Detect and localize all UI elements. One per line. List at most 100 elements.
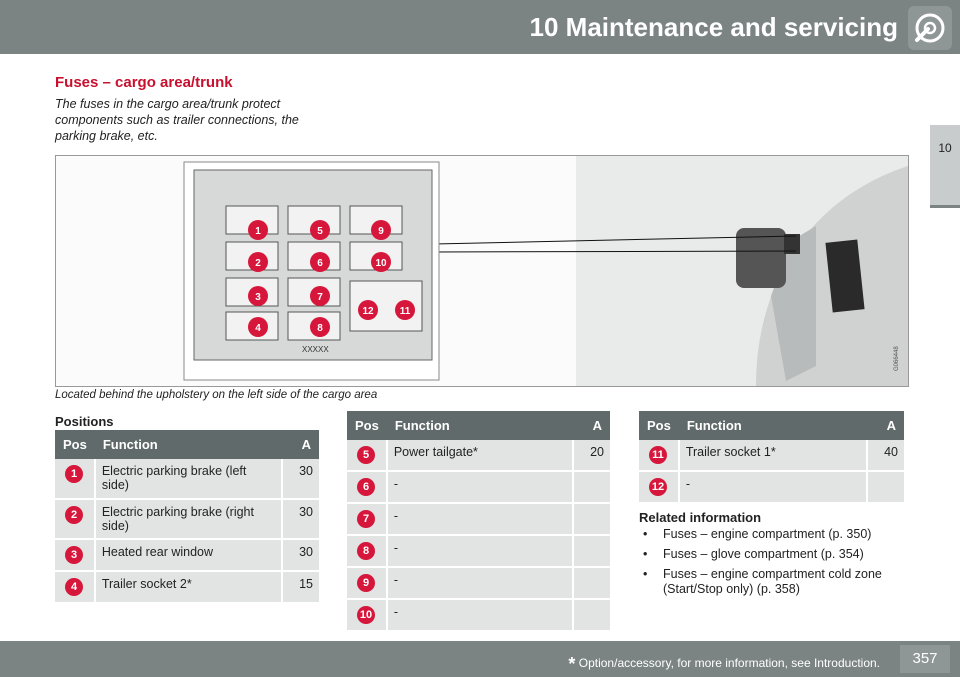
fuse-function: - bbox=[385, 535, 575, 568]
col-amp: A bbox=[867, 411, 904, 440]
col-amp: A bbox=[573, 411, 610, 440]
fuse-position-badge: 7 bbox=[357, 510, 375, 528]
fuse-amperage: 30 bbox=[282, 539, 319, 572]
table-row: 12 - bbox=[639, 471, 904, 504]
fuse-marker-5: 5 bbox=[310, 220, 330, 240]
related-link[interactable]: Fuses – engine compartment (p. 350) bbox=[639, 527, 909, 542]
col-pos: Pos bbox=[347, 411, 387, 440]
table-row: 9 - bbox=[347, 567, 610, 600]
fuse-marker-7: 7 bbox=[310, 286, 330, 306]
page-number: 357 bbox=[900, 645, 950, 673]
table-row: 8 - bbox=[347, 535, 610, 568]
chapter-header-bar: 10 Maintenance and servicing bbox=[0, 0, 960, 54]
fuse-marker-2: 2 bbox=[248, 252, 268, 272]
fuse-function: Electric parking brake (right side) bbox=[93, 499, 284, 540]
col-amp: A bbox=[282, 430, 319, 459]
svg-text:10: 10 bbox=[375, 258, 387, 269]
fuse-function: - bbox=[677, 471, 869, 504]
fuse-table-3: Pos Function A 11 Trailer socket 1* 40 1… bbox=[639, 411, 904, 504]
svg-text:2: 2 bbox=[255, 258, 261, 269]
fuse-panel-label: XXXXX bbox=[302, 345, 329, 354]
related-info-list: Fuses – engine compartment (p. 350) Fuse… bbox=[639, 527, 909, 602]
chapter-side-tab[interactable]: 10 bbox=[930, 125, 960, 208]
fuse-amperage bbox=[867, 471, 904, 504]
fuse-function: - bbox=[385, 503, 575, 536]
fuse-amperage bbox=[573, 471, 610, 504]
section-title: Fuses – cargo area/trunk bbox=[55, 74, 233, 91]
svg-text:4: 4 bbox=[255, 323, 261, 334]
svg-text:1: 1 bbox=[255, 226, 261, 237]
fuse-position-badge: 10 bbox=[357, 606, 375, 624]
footnote-text: Option/accessory, for more information, … bbox=[578, 656, 880, 670]
fuse-position-badge: 1 bbox=[65, 465, 83, 483]
fuse-marker-12: 12 bbox=[358, 300, 378, 320]
chapter-side-tab-label: 10 bbox=[938, 141, 952, 155]
fuse-position-badge: 9 bbox=[357, 574, 375, 592]
footnote: * Option/accessory, for more information… bbox=[568, 651, 880, 674]
col-function: Function bbox=[386, 411, 573, 440]
fuse-function: - bbox=[385, 471, 575, 504]
table-row: 5 Power tailgate* 20 bbox=[347, 440, 610, 472]
footer-bar: * Option/accessory, for more information… bbox=[0, 641, 960, 677]
fuse-function: Trailer socket 2* bbox=[93, 571, 284, 604]
fuse-marker-6: 6 bbox=[310, 252, 330, 272]
fuse-position-badge: 4 bbox=[65, 578, 83, 596]
svg-text:12: 12 bbox=[362, 306, 374, 317]
col-pos: Pos bbox=[55, 430, 95, 459]
fuse-marker-11: 11 bbox=[395, 300, 415, 320]
fuse-position-badge: 2 bbox=[65, 506, 83, 524]
table-row: 1 Electric parking brake (left side) 30 bbox=[55, 459, 319, 500]
table-row: 3 Heated rear window 30 bbox=[55, 539, 319, 572]
fuse-amperage bbox=[573, 535, 610, 568]
fuse-function: Electric parking brake (left side) bbox=[93, 459, 284, 500]
fuse-position-badge: 11 bbox=[649, 446, 667, 464]
col-pos: Pos bbox=[639, 411, 679, 440]
fuse-box-illustration: XXXXX 1 2 3 4 5 6 7 8 9 10 11 12 G066448 bbox=[183, 156, 908, 386]
fuse-function: Trailer socket 1* bbox=[677, 440, 869, 472]
table-row: 4 Trailer socket 2* 15 bbox=[55, 571, 319, 604]
positions-heading: Positions bbox=[55, 414, 114, 429]
footnote-asterisk: * bbox=[568, 654, 576, 674]
fuse-position-badge: 6 bbox=[357, 478, 375, 496]
fuse-position-badge: 12 bbox=[649, 478, 667, 496]
table-row: 10 - bbox=[347, 599, 610, 632]
col-function: Function bbox=[678, 411, 867, 440]
svg-text:9: 9 bbox=[378, 226, 384, 237]
fuse-amperage: 30 bbox=[282, 499, 319, 540]
svg-text:11: 11 bbox=[400, 306, 411, 317]
col-function: Function bbox=[94, 430, 282, 459]
fuse-marker-3: 3 bbox=[248, 286, 268, 306]
fuse-position-badge: 5 bbox=[357, 446, 375, 464]
fuse-table-1: Pos Function A 1 Electric parking brake … bbox=[55, 430, 319, 604]
table-row: 11 Trailer socket 1* 40 bbox=[639, 440, 904, 472]
fuse-marker-4: 4 bbox=[248, 317, 268, 337]
table-row: 2 Electric parking brake (right side) 30 bbox=[55, 499, 319, 540]
table-row: 7 - bbox=[347, 503, 610, 536]
svg-text:6: 6 bbox=[317, 258, 323, 269]
figure-caption: Located behind the upholstery on the lef… bbox=[55, 389, 378, 401]
figure-code: G066448 bbox=[894, 346, 900, 371]
related-link[interactable]: Fuses – glove compartment (p. 354) bbox=[639, 547, 909, 562]
related-link[interactable]: Fuses – engine compartment cold zone (St… bbox=[639, 567, 909, 597]
chapter-title: 10 Maintenance and servicing bbox=[529, 12, 898, 42]
fuse-marker-10: 10 bbox=[371, 252, 391, 272]
fuse-marker-8: 8 bbox=[310, 317, 330, 337]
fuse-function: - bbox=[385, 567, 575, 600]
fuse-marker-9: 9 bbox=[371, 220, 391, 240]
fuse-position-badge: 3 bbox=[65, 546, 83, 564]
svg-text:5: 5 bbox=[317, 226, 323, 237]
fuse-amperage: 30 bbox=[282, 459, 319, 500]
fuse-amperage bbox=[573, 599, 610, 632]
fuse-amperage bbox=[573, 503, 610, 536]
fuse-table-2: Pos Function A 5 Power tailgate* 20 6 - … bbox=[347, 411, 610, 632]
section-intro: The fuses in the cargo area/trunk protec… bbox=[55, 97, 299, 143]
fuse-amperage: 15 bbox=[282, 571, 319, 604]
fuse-function: - bbox=[385, 599, 575, 632]
fuse-marker-1: 1 bbox=[248, 220, 268, 240]
svg-text:8: 8 bbox=[317, 323, 323, 334]
wrench-gear-icon bbox=[908, 6, 952, 50]
fuse-amperage: 40 bbox=[867, 440, 904, 472]
fuse-location-figure: XXXXX 1 2 3 4 5 6 7 8 9 10 11 12 G066448 bbox=[55, 155, 909, 387]
fuse-amperage: 20 bbox=[573, 440, 610, 472]
fuse-function: Power tailgate* bbox=[385, 440, 575, 472]
